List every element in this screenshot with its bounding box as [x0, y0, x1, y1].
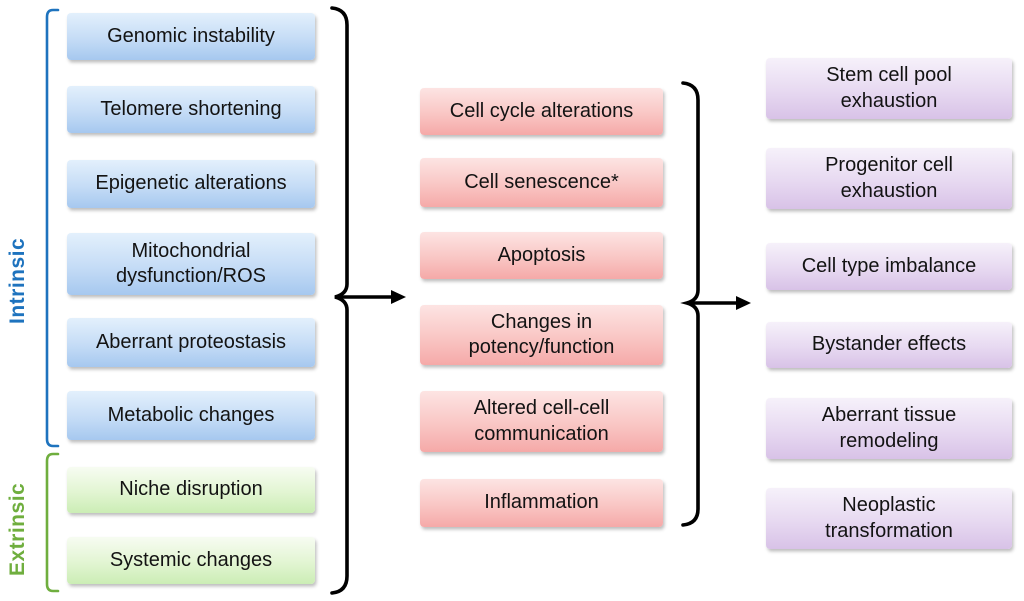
box-systemic-changes: Systemic changes [67, 537, 315, 584]
box-genomic-instability: Genomic instability [67, 13, 315, 60]
box-stem-cell-pool-exhaustion: Stem cell pool exhaustion [766, 58, 1012, 119]
box-progenitor-cell-exhaustion: Progenitor cell exhaustion [766, 148, 1012, 209]
extrinsic-group-label: Extrinsic [6, 482, 29, 576]
middle-brace [680, 81, 700, 527]
left-brace [330, 6, 349, 595]
box-telomere-shortening: Telomere shortening [67, 86, 315, 133]
intrinsic-bracket [45, 8, 60, 448]
box-cell-senescence: Cell senescence* [420, 158, 663, 207]
arrowhead-icon [736, 296, 751, 310]
arrow-middle-to-right [690, 296, 751, 310]
box-mitochondrial-dysfunction: Mitochondrial dysfunction/ROS [67, 233, 315, 295]
intrinsic-group-label: Intrinsic [6, 237, 29, 325]
box-apoptosis: Apoptosis [420, 232, 663, 279]
extrinsic-bracket [45, 452, 60, 593]
box-inflammation: Inflammation [420, 479, 663, 527]
box-altered-cell-cell-communication: Altered cell-cell communication [420, 391, 663, 452]
box-aberrant-tissue-remodeling: Aberrant tissue remodeling [766, 398, 1012, 459]
box-metabolic-changes: Metabolic changes [67, 391, 315, 440]
box-cell-type-imbalance: Cell type imbalance [766, 243, 1012, 290]
box-epigenetic-alterations: Epigenetic alterations [67, 160, 315, 208]
box-neoplastic-transformation: Neoplastic transformation [766, 488, 1012, 549]
arrowhead-icon [391, 290, 406, 304]
box-changes-in-potency: Changes in potency/function [420, 305, 663, 365]
box-aberrant-proteostasis: Aberrant proteostasis [67, 318, 315, 367]
arrow-left-to-middle [338, 290, 406, 304]
box-bystander-effects: Bystander effects [766, 322, 1012, 368]
box-cell-cycle-alterations: Cell cycle alterations [420, 88, 663, 135]
box-niche-disruption: Niche disruption [67, 467, 315, 513]
